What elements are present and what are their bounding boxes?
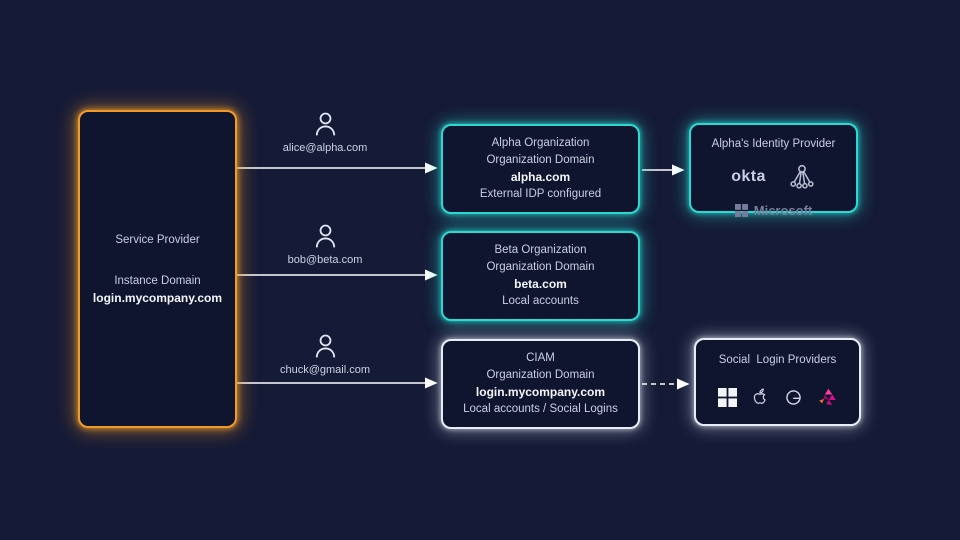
- org-domain-value: beta.com: [514, 277, 567, 292]
- service-provider-box: Service Provider Instance Domain login.m…: [78, 110, 237, 428]
- user-email: alice@alpha.com: [282, 142, 368, 154]
- org-note: Local accounts: [502, 294, 579, 307]
- org-domain-label: Organization Domain: [486, 260, 595, 273]
- org-title: Alpha Organization: [491, 137, 590, 149]
- user-email: chuck@gmail.com: [279, 364, 371, 376]
- alpha-organization-box: Alpha Organization Organization Domain a…: [441, 124, 640, 214]
- instance-domain-value: login.mycompany.com: [92, 290, 223, 305]
- okta-logo: okta: [731, 168, 766, 186]
- user-chuck: chuck@gmail.com: [240, 332, 410, 376]
- microsoft-logo: Microsoft: [753, 203, 813, 219]
- abstract-social-icon: [818, 388, 836, 405]
- person-icon: [315, 112, 335, 136]
- org-domain-value: login.mycompany.com: [475, 385, 606, 400]
- org-note: External IDP configured: [479, 187, 602, 200]
- user-email: bob@beta.com: [287, 254, 363, 266]
- org-domain-label: Organization Domain: [486, 368, 595, 381]
- google-icon: [785, 390, 801, 405]
- instance-domain-label: Instance Domain: [114, 274, 201, 287]
- person-icon: [315, 224, 335, 248]
- social-login-providers-box: Social Login Providers: [694, 338, 861, 426]
- alphas-identity-provider-box: Alpha's Identity Provider okta Microsoft: [689, 123, 858, 218]
- org-note: Local accounts / Social Logins: [463, 402, 618, 415]
- microsoft-icon: [717, 387, 737, 407]
- org-domain-label: Organization Domain: [486, 153, 595, 166]
- org-title: CIAM: [526, 352, 555, 364]
- apple-icon: [753, 388, 766, 405]
- org-domain-value: alpha.com: [510, 170, 571, 185]
- microsoft-squares-icon: [734, 204, 748, 218]
- beta-organization-box: Beta Organization Organization Domain be…: [441, 231, 640, 321]
- org-title: Beta Organization: [494, 244, 587, 256]
- ciam-organization-box: CIAM Organization Domain login.mycompany…: [441, 339, 640, 429]
- user-bob: bob@beta.com: [240, 222, 410, 266]
- user-alice: alice@alpha.com: [240, 110, 410, 154]
- social-title: Social Login Providers: [718, 354, 837, 366]
- service-provider-title: Service Provider: [115, 234, 200, 247]
- person-icon: [315, 334, 335, 358]
- directory-tree-icon: [790, 165, 814, 189]
- idp-title: Alpha's Identity Provider: [711, 138, 836, 150]
